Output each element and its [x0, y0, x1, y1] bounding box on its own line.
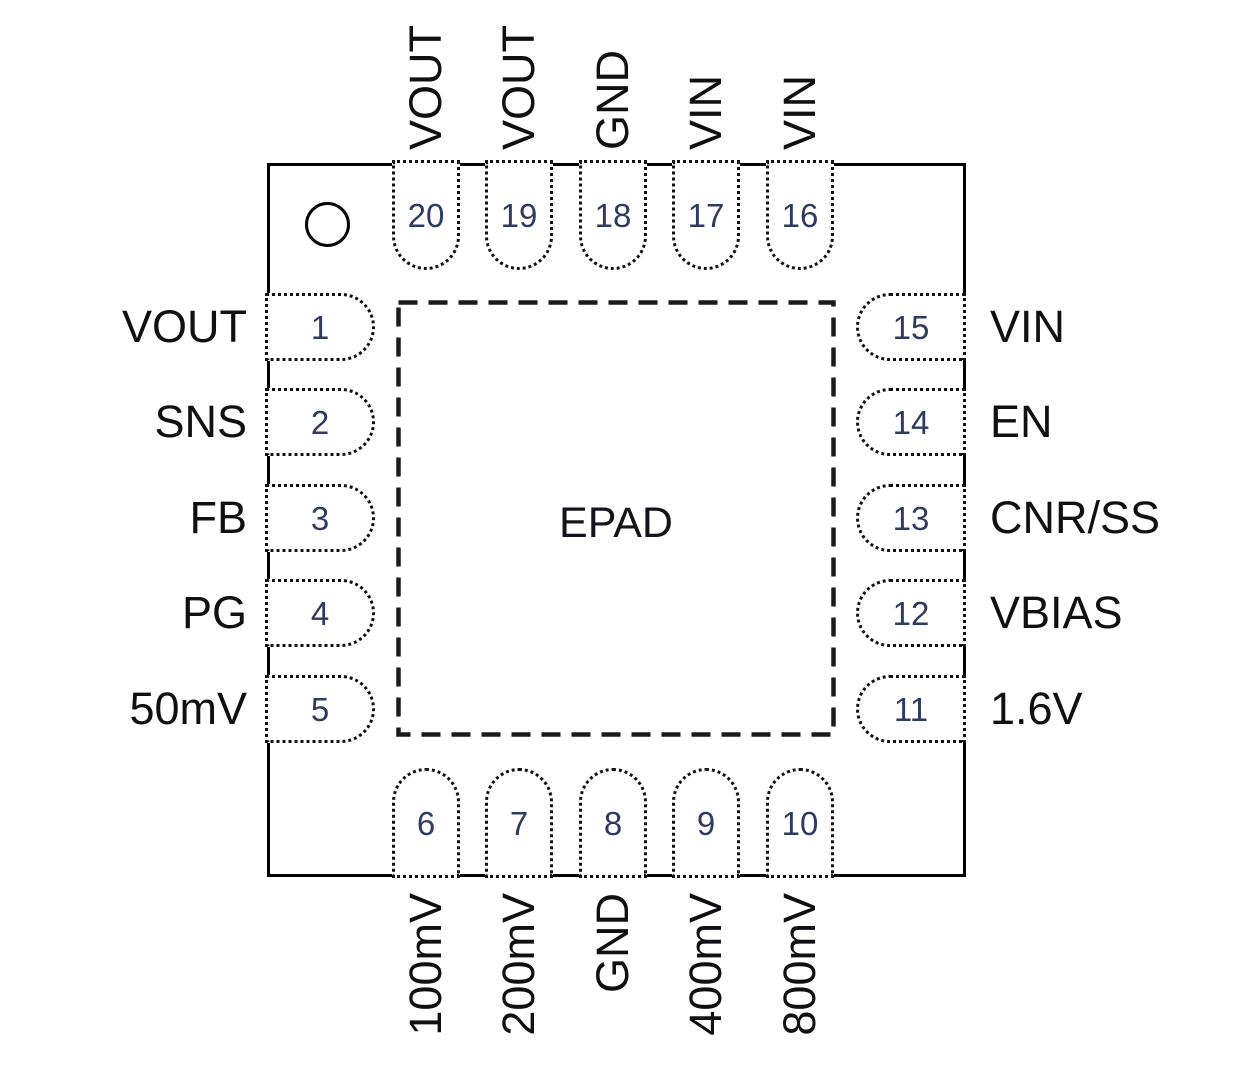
pin-label-5: 50mV — [129, 683, 247, 734]
pin-number-13: 13 — [892, 499, 930, 537]
pin-label-20: VOUT — [400, 24, 451, 150]
pin-number-8: 8 — [603, 804, 623, 842]
pin-label-2: SNS — [154, 396, 247, 447]
pin-number-9: 9 — [696, 804, 716, 842]
pad-pin-5: 5 — [265, 675, 375, 743]
epad-label: EPAD — [559, 499, 673, 547]
pad-pin-4: 4 — [265, 579, 375, 647]
pin-label-8: GND — [587, 893, 638, 993]
pin-label-18: GND — [587, 50, 638, 150]
pin-number-20: 20 — [407, 196, 445, 234]
pin-number-18: 18 — [594, 196, 632, 234]
pin-number-16: 16 — [781, 196, 819, 234]
pin-label-10: 800mV — [774, 893, 825, 1036]
pin-label-13: CNR/SS — [990, 492, 1161, 543]
pad-pin-2: 2 — [265, 388, 375, 456]
pin-number-19: 19 — [500, 196, 538, 234]
pin-number-11: 11 — [893, 690, 929, 728]
pad-pin-8: 8 — [579, 768, 647, 878]
pin-number-10: 10 — [781, 804, 819, 842]
pin-label-6: 100mV — [400, 893, 451, 1036]
pad-pin-7: 7 — [485, 768, 553, 878]
epad-region: EPAD — [396, 300, 836, 737]
pin-number-5: 5 — [310, 690, 330, 728]
pin-number-17: 17 — [687, 196, 725, 234]
pin-label-3: FB — [189, 492, 247, 543]
pin-label-14: EN — [990, 396, 1053, 447]
epad-dashed-outline — [396, 300, 836, 737]
pad-pin-3: 3 — [265, 484, 375, 552]
pin-label-7: 200mV — [493, 893, 544, 1036]
pin-label-4: PG — [181, 587, 247, 638]
pin-label-1: VOUT — [121, 301, 247, 352]
pad-pin-9: 9 — [672, 768, 740, 878]
pin-number-4: 4 — [310, 594, 330, 632]
pin-number-12: 12 — [892, 594, 930, 632]
pad-pin-12: 12 — [856, 579, 966, 647]
pad-pin-16: 16 — [766, 160, 834, 270]
pin-number-15: 15 — [892, 308, 930, 346]
pin-label-9: 400mV — [680, 893, 731, 1036]
pin-number-2: 2 — [310, 403, 330, 441]
pin-number-3: 3 — [310, 499, 330, 537]
pin-label-15: VIN — [990, 301, 1066, 352]
package-outline — [267, 163, 966, 877]
pad-pin-20: 20 — [392, 160, 460, 270]
pad-pin-13: 13 — [856, 484, 966, 552]
pad-pin-11: 11 — [856, 675, 966, 743]
pin-label-17: VIN — [680, 74, 731, 150]
pad-pin-18: 18 — [579, 160, 647, 270]
pin-number-14: 14 — [892, 403, 930, 441]
pad-pin-10: 10 — [766, 768, 834, 878]
pad-pin-14: 14 — [856, 388, 966, 456]
pin-label-11: 1.6V — [990, 683, 1083, 734]
pad-pin-15: 15 — [856, 293, 966, 361]
pin-label-19: VOUT — [493, 24, 544, 150]
pin-number-7: 7 — [509, 804, 529, 842]
pad-pin-17: 17 — [672, 160, 740, 270]
pin-label-12: VBIAS — [990, 587, 1123, 638]
pad-pin-6: 6 — [392, 768, 460, 878]
pin1-indicator-circle-icon — [305, 202, 350, 247]
pin-number-1: 1 — [310, 308, 330, 346]
pin-number-6: 6 — [416, 804, 436, 842]
pad-pin-19: 19 — [485, 160, 553, 270]
pad-pin-1: 1 — [265, 293, 375, 361]
pin-label-16: VIN — [774, 74, 825, 150]
